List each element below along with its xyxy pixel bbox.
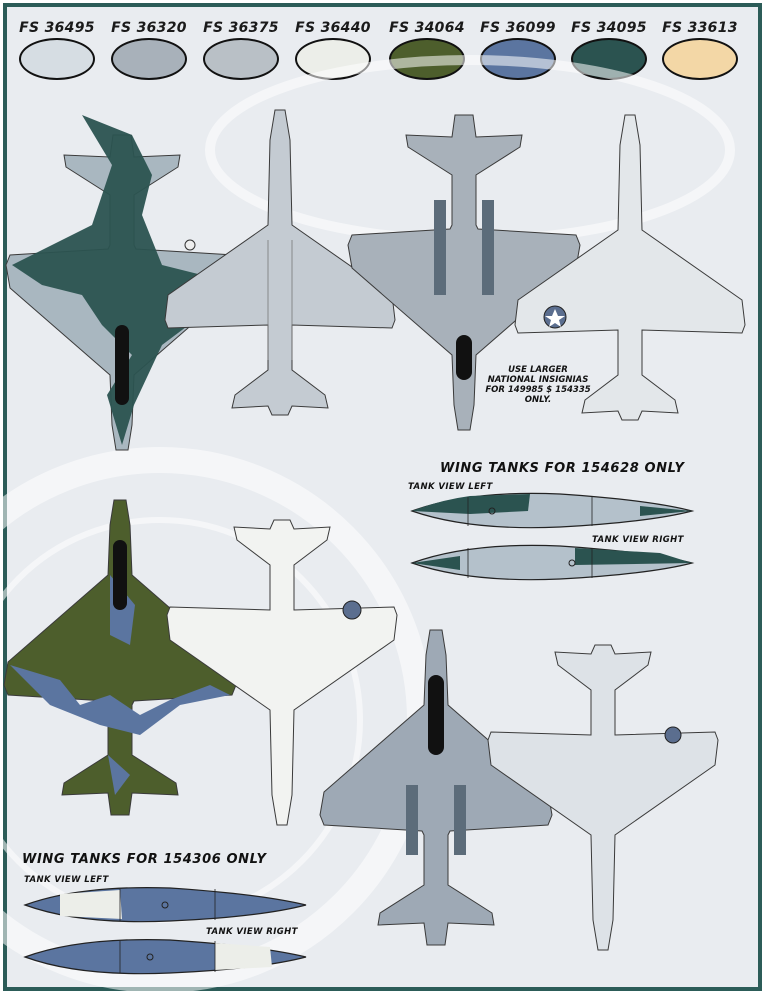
tank-154306-right <box>23 939 307 975</box>
aircraft-bottom-grey-1 <box>164 109 396 416</box>
swatch-label-7: FS 34095 <box>571 20 647 36</box>
insignia-note-line-1: USE LARGER <box>508 365 568 375</box>
tanks-154306-right-label: TANK VIEW RIGHT <box>206 927 298 937</box>
color-swatch-1 <box>19 38 95 80</box>
tanks-154628-left-label: TANK VIEW LEFT <box>408 482 493 492</box>
swatch-label-4: FS 36440 <box>295 20 371 36</box>
aircraft-bottom-grey-3 <box>487 644 719 951</box>
aircraft-top-camo-1 <box>5 115 239 451</box>
swatch-label-3: FS 36375 <box>203 20 279 36</box>
aircraft-bottom-grey-2 <box>514 114 746 421</box>
swatch-label-5: FS 34064 <box>389 20 465 36</box>
tanks-154306-left-label: TANK VIEW LEFT <box>24 875 109 885</box>
color-swatch-2 <box>111 38 187 80</box>
aircraft-top-grey-2 <box>347 114 581 431</box>
swatch-label-2: FS 36320 <box>111 20 187 36</box>
insignia-note-line-3: FOR 149985 $ 154335 <box>485 385 591 395</box>
color-swatch-8 <box>662 38 738 80</box>
aircraft-top-bluegrey <box>319 629 553 946</box>
aircraft-bottom-white <box>166 519 398 826</box>
swatch-label-8: FS 33613 <box>662 20 738 36</box>
aircraft-top-camo-2 <box>3 499 237 816</box>
insignia-note-line-2: NATIONAL INSIGNIAS <box>487 375 589 385</box>
swatch-label-1: FS 36495 <box>19 20 95 36</box>
color-swatch-3 <box>203 38 279 80</box>
tanks-154306-heading: WING TANKS FOR 154306 ONLY <box>22 852 267 867</box>
tanks-154628-heading: WING TANKS FOR 154628 ONLY <box>440 461 685 476</box>
tank-154628-right <box>410 544 695 581</box>
insignia-note: USE LARGER NATIONAL INSIGNIAS FOR 149985… <box>478 365 598 405</box>
tanks-154628-right-label: TANK VIEW RIGHT <box>592 535 684 545</box>
tank-154628-left <box>410 492 695 529</box>
tank-154306-left <box>23 887 307 923</box>
swatch-label-6: FS 36099 <box>480 20 556 36</box>
insignia-note-line-4: ONLY. <box>524 395 552 405</box>
